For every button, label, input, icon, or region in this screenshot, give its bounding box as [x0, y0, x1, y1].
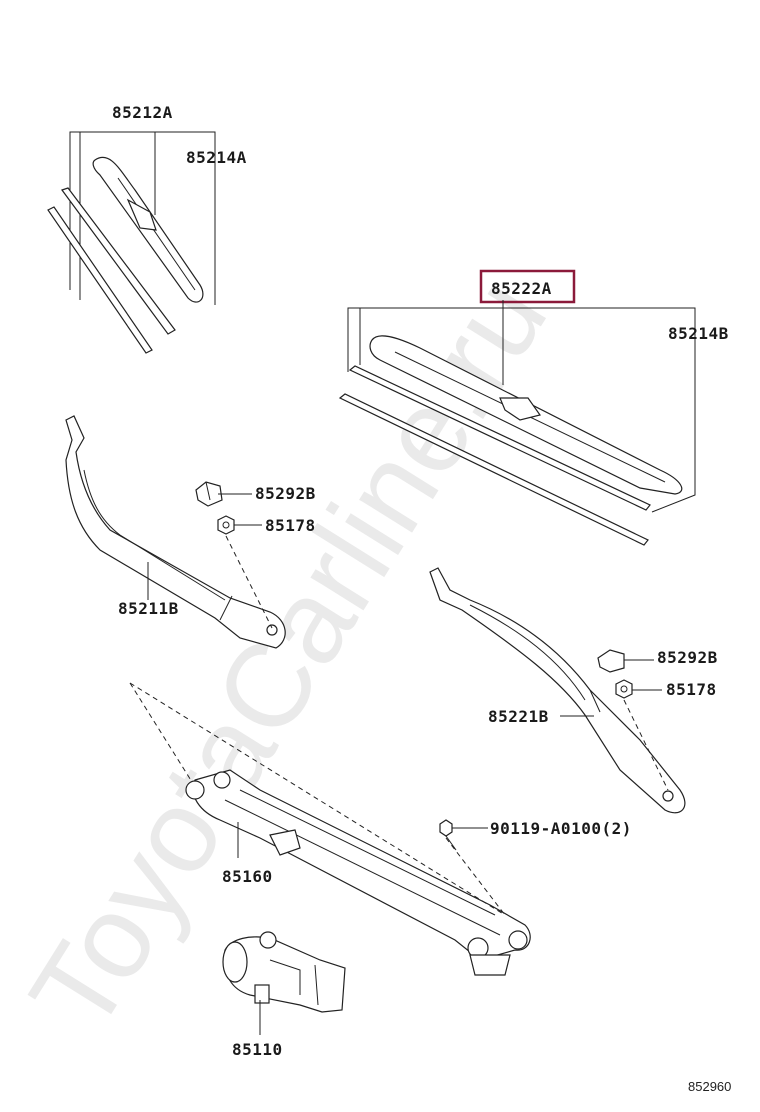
figure-id: 852960 [688, 1079, 731, 1094]
label-85221B: 85221B [488, 707, 549, 726]
label-85214A: 85214A [186, 148, 247, 167]
wiper-arm-85221B[interactable] [429, 567, 686, 814]
label-85211B: 85211B [118, 599, 179, 618]
label-85214B: 85214B [668, 324, 729, 343]
label-85110: 85110 [232, 1040, 283, 1059]
label-85292B-left: 85292B [255, 484, 316, 503]
cap-85292B-left[interactable] [195, 481, 223, 507]
bolt-90119-A0100[interactable] [439, 819, 457, 851]
label-85178-left: 85178 [265, 516, 316, 535]
label-90119-A0100: 90119-A0100(2) [490, 819, 632, 838]
highlight-box-85222A [479, 269, 576, 304]
cap-85292B-right[interactable] [597, 649, 625, 673]
label-85212A: 85212A [112, 103, 173, 122]
label-85292B-right: 85292B [657, 648, 718, 667]
wiper-link-85160[interactable] [185, 769, 531, 976]
blade-assembly-85212A[interactable] [47, 131, 216, 354]
blade-assembly-85222A[interactable] [338, 307, 696, 546]
nut-85178-left[interactable] [217, 515, 235, 535]
label-85178-right: 85178 [666, 680, 717, 699]
nut-85178-right[interactable] [615, 679, 633, 699]
label-85222A: 85222A [491, 279, 552, 298]
label-85160: 85160 [222, 867, 273, 886]
wiper-motor-85110[interactable] [222, 931, 346, 1013]
wiper-arm-85211B[interactable] [65, 415, 286, 649]
